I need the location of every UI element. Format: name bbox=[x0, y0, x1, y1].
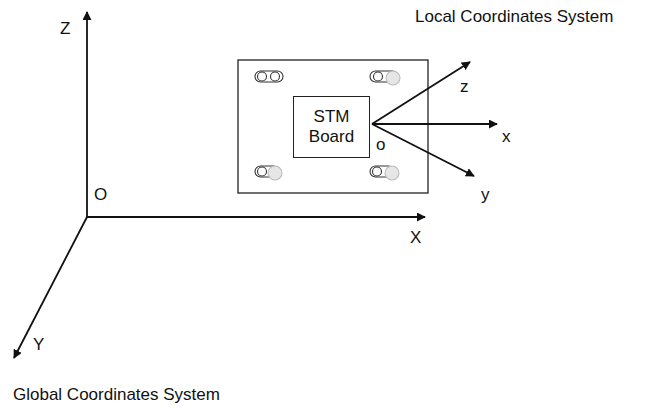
origin-label: o bbox=[376, 136, 385, 155]
axis-label: X bbox=[410, 229, 421, 248]
global-x-axis bbox=[87, 216, 425, 218]
global-y-axis bbox=[14, 217, 87, 358]
axis-label: Z bbox=[60, 20, 70, 39]
origin-label: O bbox=[94, 186, 107, 205]
board-box: STM Board bbox=[293, 96, 370, 158]
system-caption: Local Coordinates System bbox=[415, 8, 613, 27]
system-caption: Global Coordinates System bbox=[13, 386, 220, 405]
global-z-axis bbox=[86, 12, 88, 217]
axis-label: x bbox=[502, 128, 511, 147]
mounting-plate bbox=[238, 60, 428, 193]
axis-label: y bbox=[481, 186, 490, 205]
local-x-axis bbox=[372, 123, 497, 125]
axis-label: z bbox=[460, 78, 469, 97]
axis-label: Y bbox=[33, 336, 44, 355]
board-label: STM Board bbox=[301, 107, 363, 146]
mounting-clips bbox=[255, 71, 400, 180]
